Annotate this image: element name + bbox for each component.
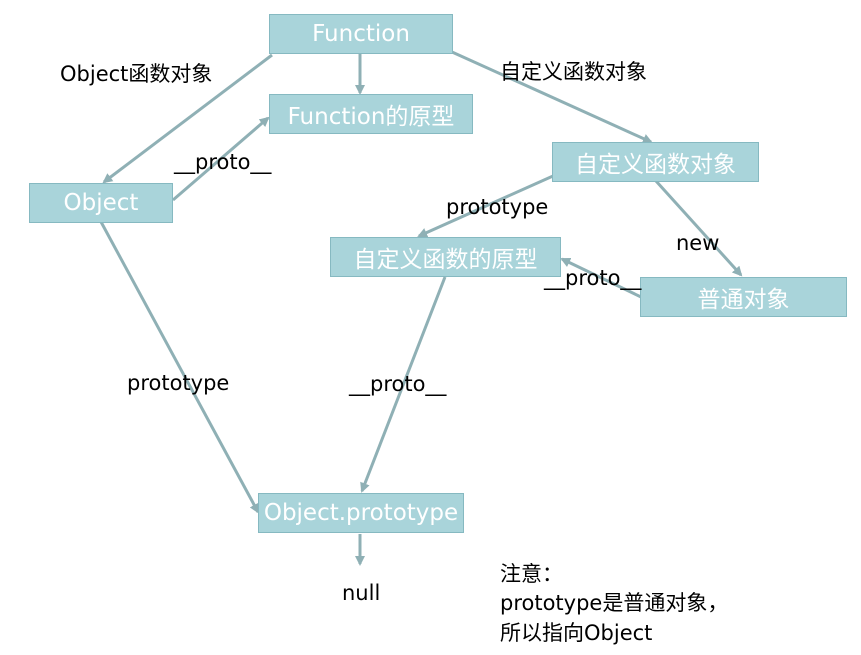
label-plain-object-proto: __proto__ — [544, 266, 642, 290]
arrow-custom-prototype-to-object-prototype — [360, 276, 447, 493]
node-custom-prototype: 自定义函数的原型 — [330, 237, 561, 277]
label-custom-prototype: prototype — [446, 195, 549, 219]
note-line-2: prototype是普通对象， — [500, 591, 729, 616]
arrow-function-to-object — [102, 53, 273, 184]
arrow-plain-object-to-custom-prototype — [560, 257, 642, 299]
node-object: Object — [29, 183, 173, 223]
label-object-function-object: Object函数对象 — [60, 62, 213, 86]
arrow-custom-function-to-custom-prototype — [417, 174, 554, 238]
arrow-function-to-custom-function — [451, 50, 653, 144]
arrow-custom-function-to-plain-object — [654, 179, 743, 277]
label-custom-prototype-proto: __proto__ — [349, 372, 447, 396]
node-function: Function — [269, 14, 453, 54]
label-new: new — [676, 231, 720, 255]
label-object-proto: __proto__ — [174, 150, 272, 174]
arrow-object-to-function-prototype — [172, 116, 270, 202]
note-line-1: 注意： — [500, 562, 563, 586]
node-plain-object: 普通对象 — [640, 277, 847, 317]
node-null: null — [342, 581, 381, 605]
label-custom-function-object: 自定义函数对象 — [500, 60, 647, 84]
node-function-prototype: Function的原型 — [269, 94, 473, 134]
note-line-3: 所以指向Object — [500, 620, 653, 645]
note: 注意： prototype是普通对象， 所以指向Object — [500, 560, 728, 648]
label-object-prototype: prototype — [127, 371, 230, 395]
arrow-object-to-object-prototype — [98, 219, 260, 514]
node-custom-function: 自定义函数对象 — [552, 142, 759, 182]
node-object-prototype: Object.prototype — [258, 493, 464, 533]
